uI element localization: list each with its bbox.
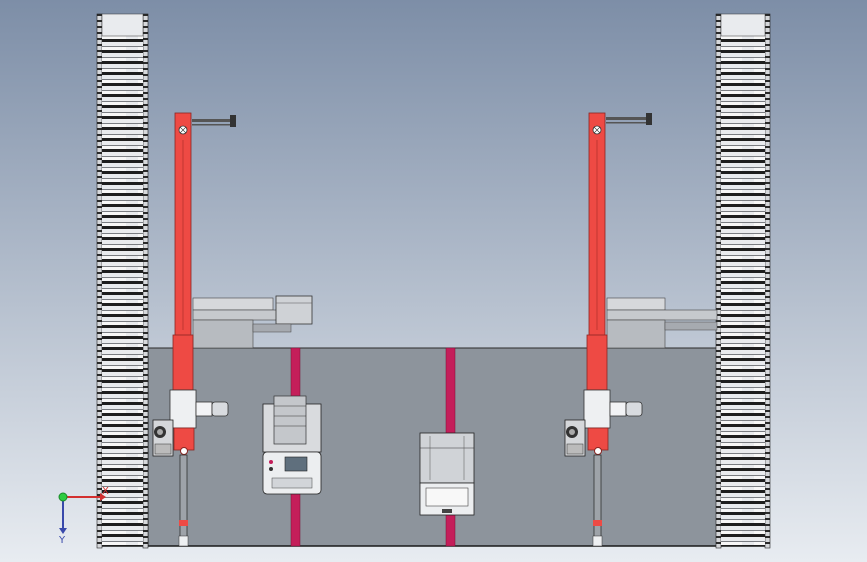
- servo-motor-icon: [195, 401, 229, 417]
- rack-post: [715, 13, 722, 549]
- gripper-arm: [606, 113, 652, 125]
- rack-post: [142, 13, 149, 549]
- robot-base-column: [172, 334, 194, 391]
- rack-shelves: [721, 36, 765, 546]
- gantry-robot-right[interactable]: [564, 112, 718, 547]
- servo-motor-icon: [609, 401, 643, 417]
- workstation[interactable]: [419, 432, 475, 516]
- gripper-arm: [192, 115, 236, 127]
- workstation-with-panel[interactable]: [262, 395, 322, 495]
- x-axis-label: X: [102, 486, 109, 497]
- rack-post: [764, 13, 771, 549]
- shuttle-unit: [192, 295, 313, 349]
- motor-housing: [583, 389, 611, 429]
- y-arrow-head: [59, 528, 67, 534]
- robot-base-column: [586, 334, 608, 391]
- gantry-robot-left[interactable]: [152, 112, 313, 547]
- triad-origin: [58, 492, 68, 502]
- rack-shelves: [102, 36, 143, 546]
- gearbox-icon: [152, 419, 174, 457]
- motor-housing: [169, 389, 197, 429]
- control-panel-screen: [284, 456, 308, 472]
- storage-rack-right[interactable]: [715, 13, 771, 549]
- rack-top: [101, 13, 144, 37]
- shuttle-unit: [606, 297, 718, 349]
- storage-rack-left[interactable]: [96, 13, 149, 549]
- coordinate-triad-icon: X Y: [58, 486, 109, 546]
- rack-post: [96, 13, 103, 549]
- gearbox-icon: [564, 419, 586, 457]
- y-axis-label: Y: [58, 535, 66, 546]
- lift-rod: [179, 454, 188, 547]
- lift-rod: [593, 454, 602, 547]
- rack-top: [720, 13, 766, 37]
- x-arrow-head: [100, 493, 106, 501]
